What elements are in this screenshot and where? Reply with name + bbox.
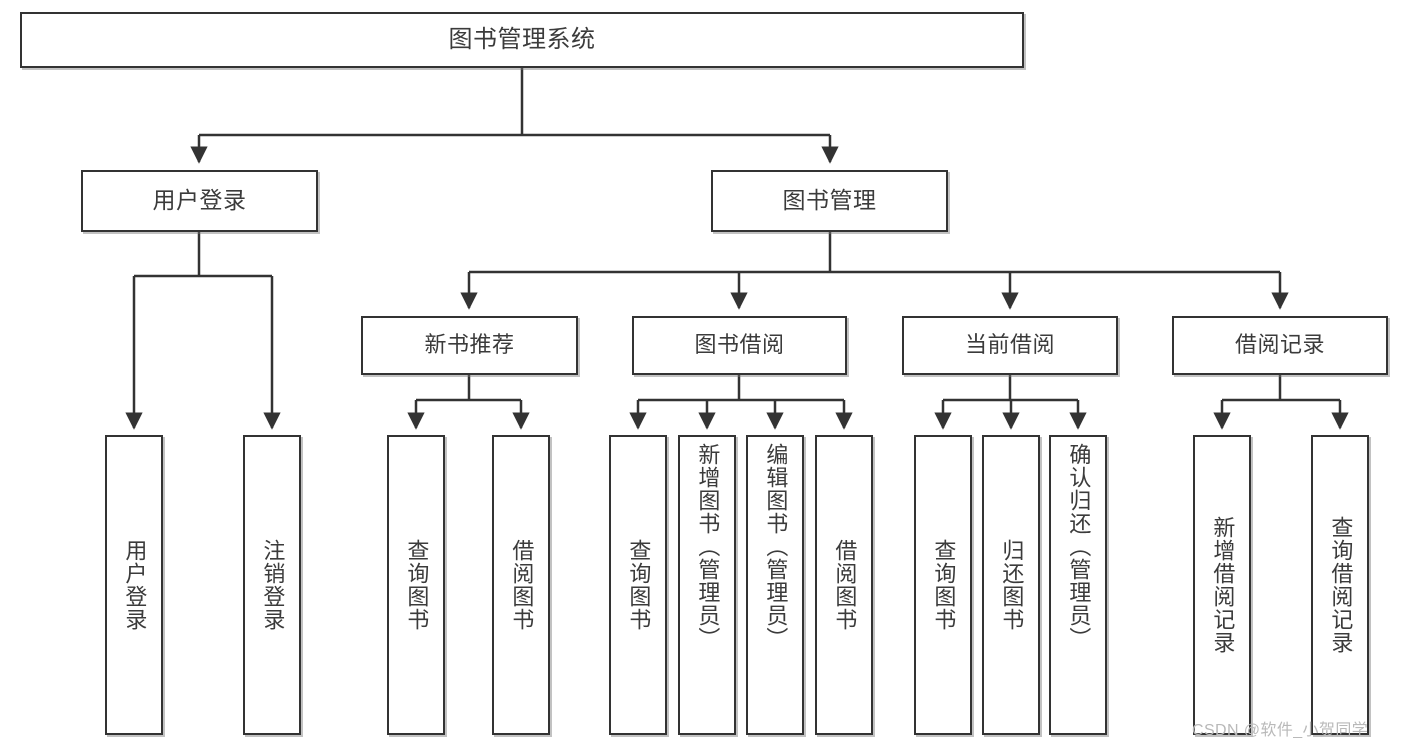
node-label: 新增借阅记录 [1210, 516, 1236, 654]
node-label: 图书借阅 [694, 332, 785, 358]
node-label: 注销登录 [260, 539, 286, 631]
node-label: 查询图书 [404, 539, 430, 631]
node-label: 图书管理系统 [448, 25, 596, 53]
leaf-logout[interactable]: 注销登录 [243, 435, 301, 735]
node-label: 确认归还（管理员） [1066, 443, 1092, 650]
node-new-book-recommend[interactable]: 新书推荐 [361, 316, 578, 375]
node-label: 查询图书 [931, 539, 957, 631]
leaf-query-borrow-record[interactable]: 查询借阅记录 [1311, 435, 1369, 735]
node-label: 借阅图书 [509, 539, 535, 631]
leaf-edit-book-admin[interactable]: 编辑图书（管理员） [746, 435, 804, 735]
node-label: 新增图书（管理员） [695, 443, 721, 650]
node-root-book-management-system[interactable]: 图书管理系统 [20, 12, 1024, 68]
node-borrow-record[interactable]: 借阅记录 [1172, 316, 1388, 375]
node-label: 归还图书 [999, 539, 1025, 631]
node-book-borrow[interactable]: 图书借阅 [632, 316, 847, 375]
node-user-login[interactable]: 用户登录 [81, 170, 318, 232]
csdn-watermark: CSDN @软件_小贺同学 [1192, 722, 1369, 739]
node-label: 查询图书 [626, 539, 652, 631]
leaf-query-book-borrow[interactable]: 查询图书 [609, 435, 667, 735]
node-label: 编辑图书（管理员） [763, 443, 789, 650]
node-label: 查询借阅记录 [1328, 516, 1354, 654]
node-book-management[interactable]: 图书管理 [711, 170, 948, 232]
leaf-query-book-current[interactable]: 查询图书 [914, 435, 972, 735]
node-label: 借阅图书 [832, 539, 858, 631]
node-label: 用户登录 [152, 187, 247, 214]
node-label: 图书管理 [782, 187, 877, 214]
leaf-return-book[interactable]: 归还图书 [982, 435, 1040, 735]
node-label: 借阅记录 [1234, 332, 1325, 358]
node-current-borrow[interactable]: 当前借阅 [902, 316, 1118, 375]
leaf-confirm-return-admin[interactable]: 确认归还（管理员） [1049, 435, 1107, 735]
leaf-query-book-recommend[interactable]: 查询图书 [387, 435, 445, 735]
node-label: 新书推荐 [424, 332, 515, 358]
leaf-borrow-book[interactable]: 借阅图书 [815, 435, 873, 735]
node-label: 当前借阅 [964, 332, 1055, 358]
leaf-user-login[interactable]: 用户登录 [105, 435, 163, 735]
leaf-borrow-book-recommend[interactable]: 借阅图书 [492, 435, 550, 735]
leaf-add-borrow-record[interactable]: 新增借阅记录 [1193, 435, 1251, 735]
leaf-add-book-admin[interactable]: 新增图书（管理员） [678, 435, 736, 735]
node-label: 用户登录 [122, 539, 148, 631]
